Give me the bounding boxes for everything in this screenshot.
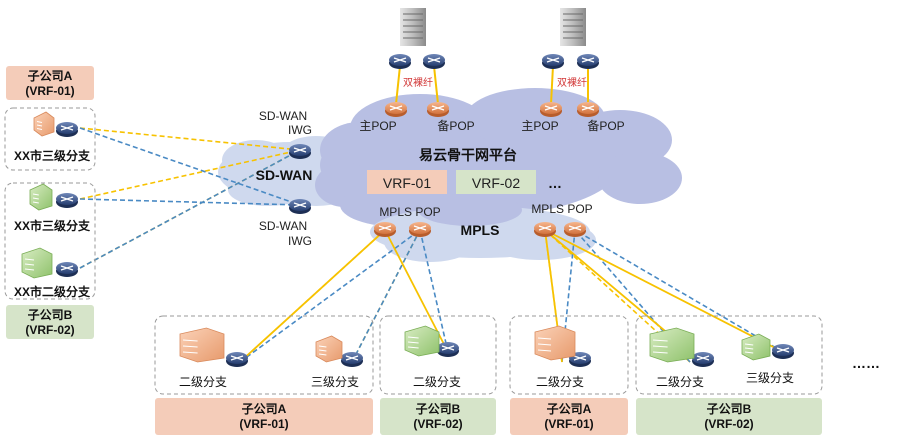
- bottom-label-box-4: [636, 398, 822, 435]
- backup-pop-router-icon: [577, 102, 599, 117]
- sdwan-iwg-bottom-line2: IWG: [288, 234, 312, 248]
- main-pop-router-icon: [385, 102, 407, 117]
- branch-building-icon: [315, 335, 343, 363]
- branch-building-icon: [179, 327, 225, 363]
- bottom-3-vrf: (VRF-01): [544, 417, 593, 431]
- bottom-4-site1-label: 二级分支: [656, 375, 704, 389]
- branch-building-icon: [21, 247, 53, 279]
- left-company-b-vrf: (VRF-02): [25, 323, 74, 337]
- left-site-b1-label: XX市三级分支: [14, 218, 91, 233]
- backup-pop-label-left: 备POP: [437, 119, 474, 133]
- branch-building-icon: [534, 325, 576, 361]
- bottom-3-site1-label: 二级分支: [536, 375, 584, 389]
- branch-building-icon: [29, 183, 53, 211]
- datacenter-router-icon: [389, 54, 411, 69]
- branch-building-icon: [404, 325, 440, 357]
- left-site-b2-label: XX市二级分支: [14, 284, 91, 299]
- left-company-a-name: 子公司A: [28, 69, 73, 83]
- datacenter-building-icon: [560, 8, 586, 46]
- main-pop-label-right: 主POP: [521, 119, 558, 133]
- bottom-1-vrf: (VRF-01): [239, 417, 288, 431]
- main-pop-router-icon: [540, 102, 562, 117]
- bottom-label-box-3: [510, 398, 628, 435]
- mpls-cloud-label: MPLS: [461, 222, 500, 238]
- bottom-site-box-1: [154, 315, 374, 395]
- backup-pop-router-icon: [427, 102, 449, 117]
- sdwan-cloud-label: SD-WAN: [256, 167, 313, 183]
- datacenter-router-icon: [577, 54, 599, 69]
- blue-dashed-links: [79, 127, 784, 363]
- mpls-pop-router-icon: [564, 222, 586, 237]
- sdwan-iwg-router-icon: [289, 199, 311, 214]
- bottom-label-box-1: [155, 398, 373, 435]
- branch-building-icon: [649, 327, 695, 363]
- dual-fiber-label-left: 双裸纤: [403, 76, 433, 89]
- backbone-cloud: [315, 88, 682, 227]
- branch-router-icon: [569, 352, 591, 367]
- bottom-site-box-4: [635, 315, 823, 395]
- left-site-a-label: XX市三级分支: [14, 148, 91, 163]
- bottom-1-site2-label: 三级分支: [311, 375, 359, 389]
- dual-fiber-label-right: 双裸纤: [557, 76, 587, 89]
- sdwan-iwg-bottom-line1: SD-WAN: [259, 219, 307, 233]
- branch-router-icon: [56, 262, 78, 277]
- left-site-box-b: [4, 182, 96, 300]
- branch-router-icon: [341, 352, 363, 367]
- platform-title: 易云骨干网平台: [419, 147, 517, 163]
- left-company-a-label-box: [6, 66, 94, 100]
- main-pop-label-left: 主POP: [359, 119, 396, 133]
- bottom-label-box-2: [380, 398, 496, 435]
- backup-pop-label-right: 备POP: [587, 119, 624, 133]
- vrf-tag-02-box: [456, 170, 536, 194]
- sdwan-iwg-router-icon: [289, 144, 311, 159]
- bottom-site-box-2: [379, 315, 497, 395]
- vrf-tag-01-box: [367, 170, 447, 194]
- branch-router-icon: [56, 193, 78, 208]
- branch-router-icon: [692, 352, 714, 367]
- bottom-4-site2-label: 三级分支: [746, 371, 794, 385]
- branch-building-icon: [741, 333, 771, 361]
- branch-router-icon: [437, 342, 459, 357]
- bottom-3-company: 子公司A: [547, 402, 592, 416]
- datacenter-router-icon: [423, 54, 445, 69]
- bottom-1-company: 子公司A: [242, 402, 287, 416]
- left-site-box-a: [4, 107, 96, 171]
- left-company-a-vrf: (VRF-01): [25, 84, 74, 98]
- bottom-2-vrf: (VRF-02): [413, 417, 462, 431]
- left-company-b-label-box: [6, 305, 94, 339]
- branch-router-icon: [226, 352, 248, 367]
- vrf-tag-02: VRF-02: [472, 175, 520, 191]
- sdwan-iwg-top-line2: IWG: [288, 123, 312, 137]
- mpls-pop-label-right: MPLS POP: [531, 202, 592, 216]
- bottom-4-vrf: (VRF-02): [704, 417, 753, 431]
- mpls-pop-router-icon: [534, 222, 556, 237]
- bottom-2-site1-label: 二级分支: [413, 375, 461, 389]
- sdwan-iwg-top-line1: SD-WAN: [259, 109, 307, 123]
- mpls-pop-router-icon: [409, 222, 431, 237]
- bottom-site-box-3: [509, 315, 629, 395]
- branch-router-icon: [56, 122, 78, 137]
- datacenter-router-icon: [542, 54, 564, 69]
- vrf-more-ellipsis: …: [548, 175, 562, 191]
- bottom-1-site1-label: 二级分支: [179, 375, 227, 389]
- mpls-pop-label-left: MPLS POP: [379, 205, 440, 219]
- mpls-pop-router-icon: [374, 222, 396, 237]
- datacenter-building-icon: [400, 8, 426, 46]
- more-sites-ellipsis: ……: [852, 355, 880, 371]
- left-company-b-name: 子公司B: [28, 308, 73, 322]
- branch-router-icon: [772, 344, 794, 359]
- bottom-2-company: 子公司B: [416, 402, 461, 416]
- bottom-4-company: 子公司B: [707, 402, 752, 416]
- vrf-tag-01: VRF-01: [383, 175, 431, 191]
- branch-building-icon: [33, 111, 55, 137]
